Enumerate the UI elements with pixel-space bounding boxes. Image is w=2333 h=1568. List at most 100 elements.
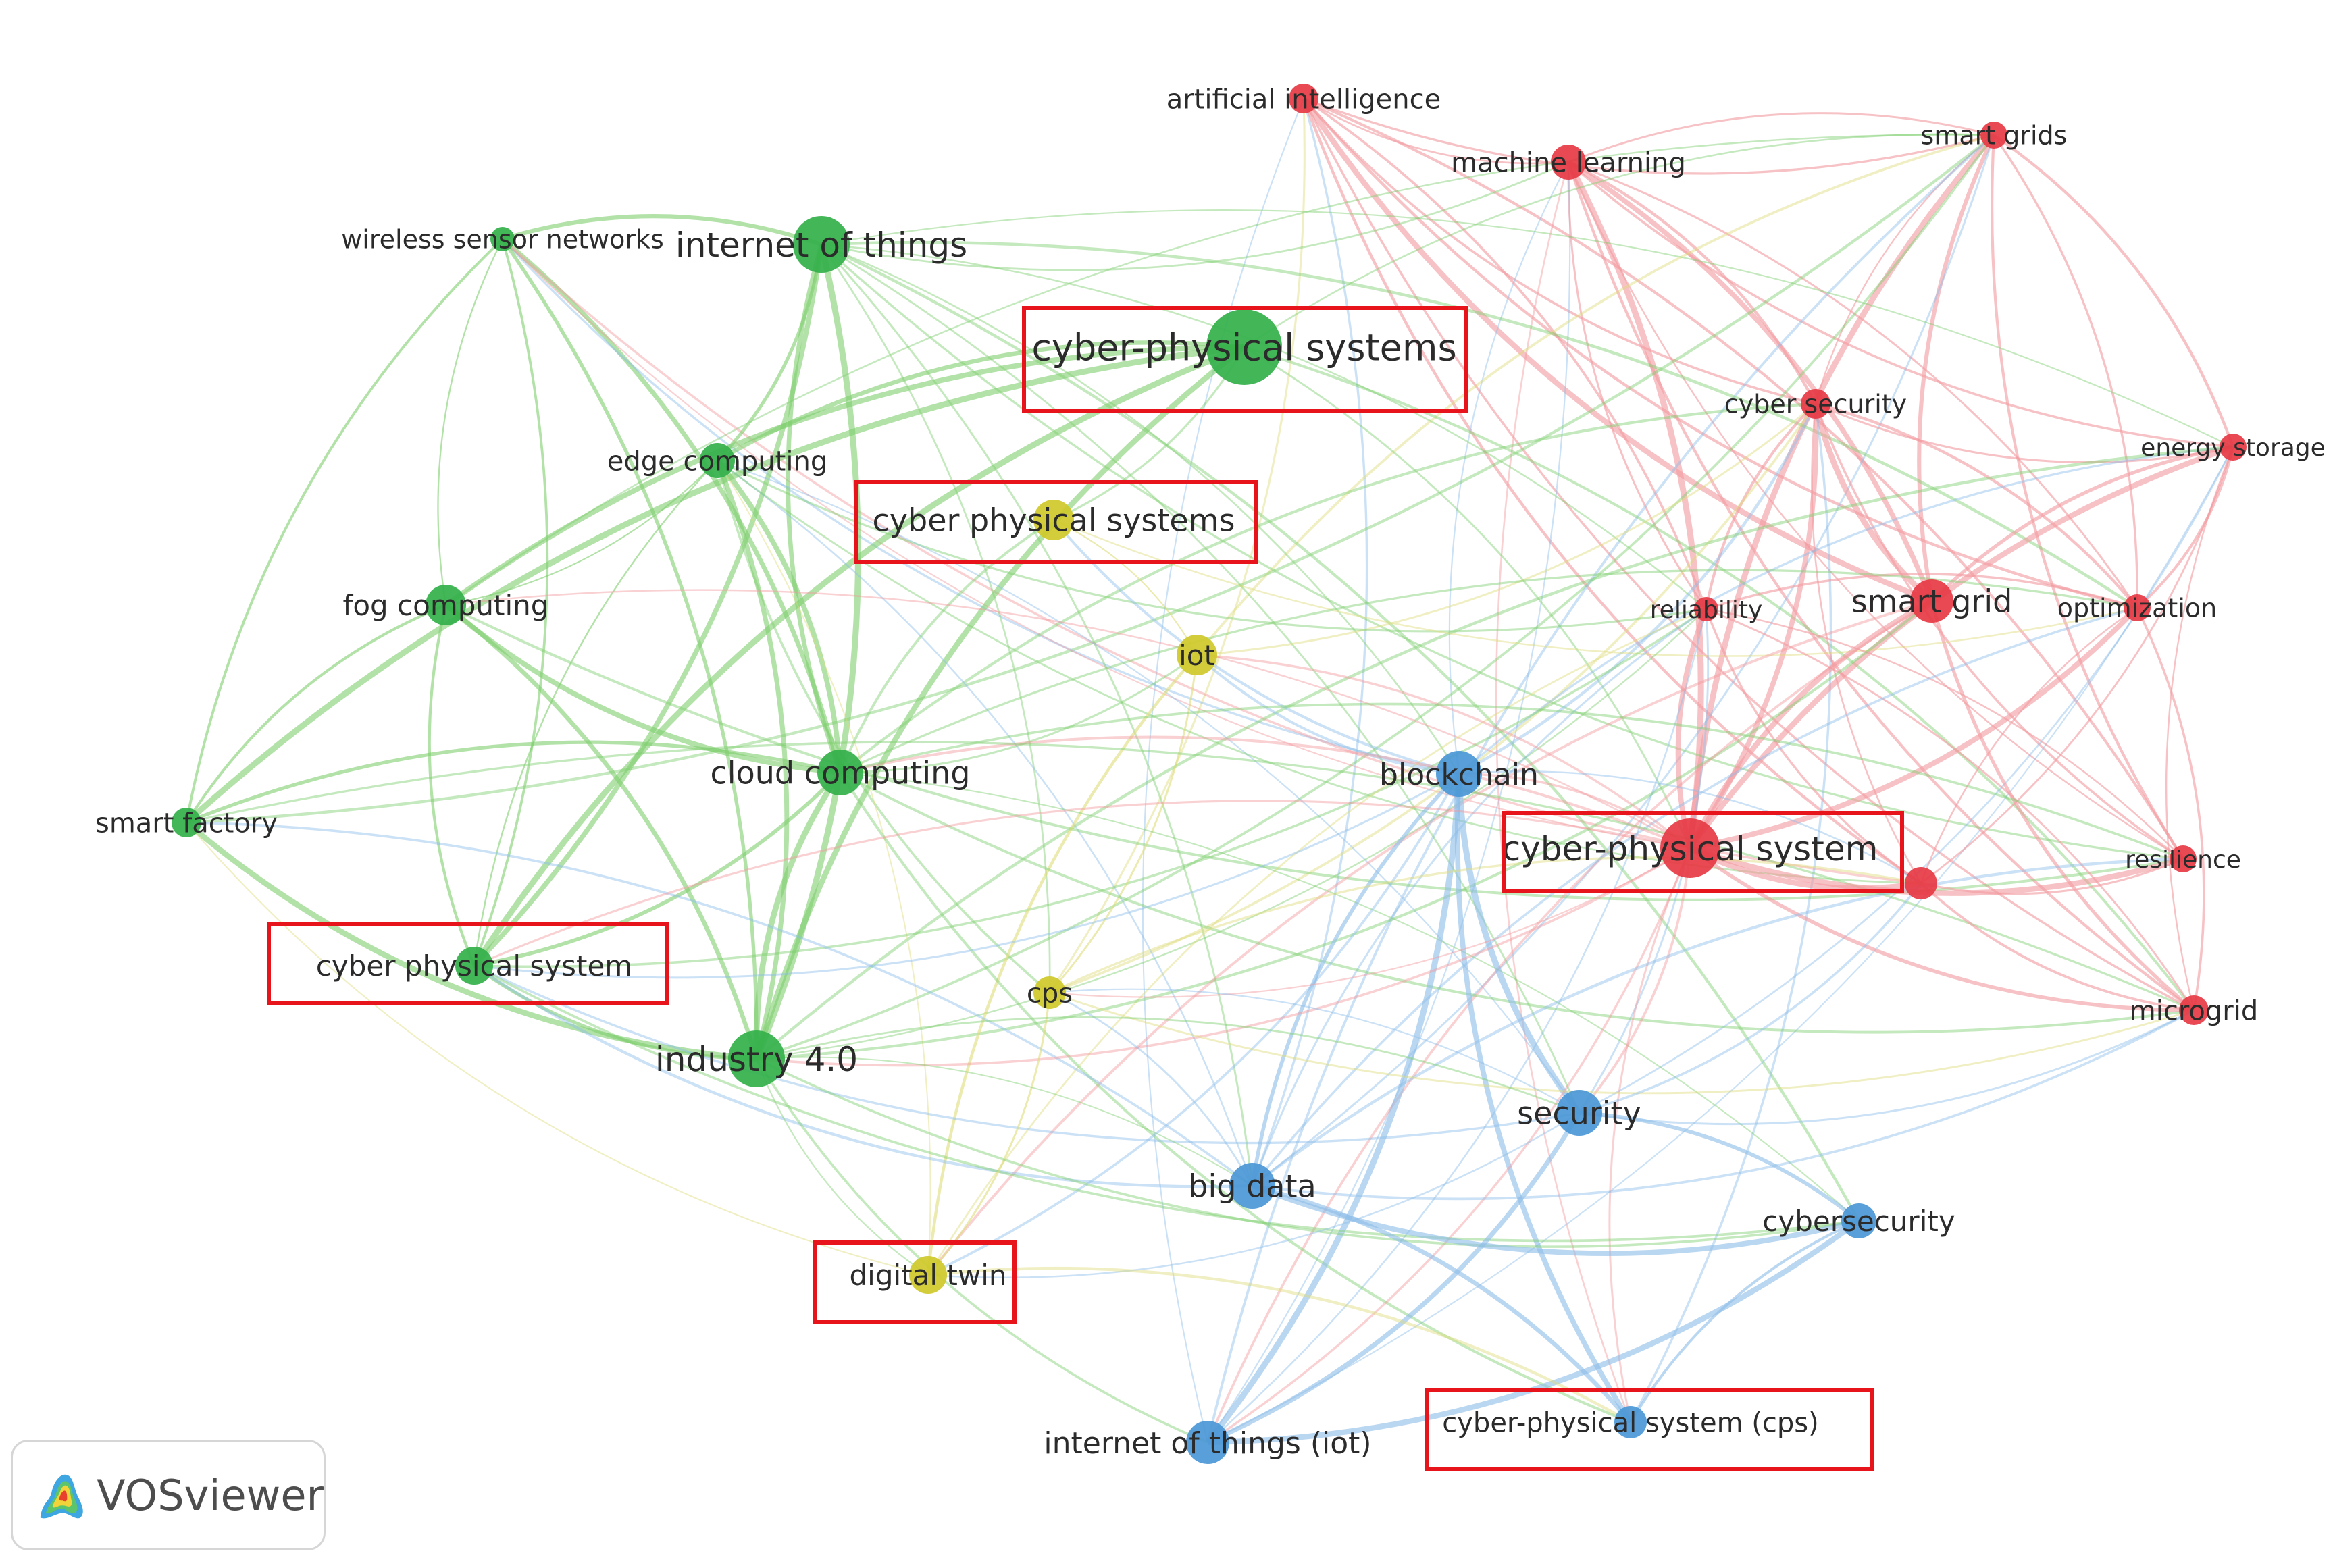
- node-smart-grid[interactable]: [1910, 579, 1953, 623]
- node-cyber-physical-system-hyphen[interactable]: [1660, 818, 1720, 878]
- edge-cloud-computing--cyber-physical-system-cps: [839, 771, 1631, 1423]
- node-label-cps[interactable]: cps: [1027, 978, 1073, 1009]
- edge-artificial-intelligence--smart-grids: [1303, 97, 1995, 175]
- edge-internet-of-things--cloud-computing: [786, 244, 843, 774]
- node-machine-learning[interactable]: [1551, 145, 1586, 180]
- edge-reliability--cyber-physical-system-space: [473, 608, 1708, 968]
- node-label-cyber-physical-systems-hyphen[interactable]: cyber-physical systems: [1031, 326, 1456, 369]
- node-label-artificial-intelligence[interactable]: artificial intelligence: [1166, 84, 1441, 115]
- node-iot[interactable]: [1177, 635, 1217, 675]
- node-unlabeled-red-node[interactable]: [1905, 867, 1937, 899]
- highlight-box-cyber-physical-system-hyphen: [1502, 811, 1904, 893]
- node-fog-computing[interactable]: [426, 585, 466, 625]
- node-edge-computing[interactable]: [700, 443, 735, 478]
- edge-optimization--cloud-computing: [840, 569, 2138, 774]
- edge-security--digital-twin: [927, 1112, 1580, 1279]
- edge-cyber-physical-systems-hyphen--smart-factory: [184, 344, 1245, 825]
- edge-machine-learning--cyber-physical-system-cps: [1495, 161, 1632, 1423]
- node-cps[interactable]: [1033, 976, 1066, 1009]
- node-label-internet-of-things-iot[interactable]: internet of things (iot): [1044, 1426, 1371, 1461]
- node-security[interactable]: [1556, 1090, 1602, 1136]
- edge-cyber-security--cloud-computing: [839, 402, 1816, 774]
- node-label-security[interactable]: security: [1517, 1095, 1641, 1132]
- node-label-big-data[interactable]: big data: [1188, 1168, 1316, 1205]
- edge-iot--cloud-computing: [840, 654, 1198, 774]
- edge-wireless-sensor-networks--internet-of-things: [502, 214, 822, 246]
- node-label-reliability[interactable]: reliability: [1650, 596, 1763, 624]
- node-label-smart-grid[interactable]: smart grid: [1851, 583, 2013, 620]
- node-energy-storage[interactable]: [2220, 434, 2247, 461]
- edge-cloud-computing--cyber-physical-system-hyphen: [840, 735, 1691, 850]
- node-internet-of-things-iot[interactable]: [1186, 1421, 1229, 1464]
- edge-blockchain--unlabeled-red-node: [1458, 770, 1922, 885]
- node-label-microgrid[interactable]: microgrid: [2130, 995, 2258, 1026]
- edge-edge-computing--fog-computing: [445, 460, 718, 606]
- edge-cyber-physical-system-hyphen--industry-4-0: [756, 847, 1691, 1067]
- node-blockchain[interactable]: [1436, 751, 1482, 797]
- node-label-energy-storage[interactable]: energy storage: [2140, 434, 2326, 462]
- node-cybersecurity[interactable]: [1841, 1203, 1876, 1238]
- node-label-edge-computing[interactable]: edge computing: [607, 446, 827, 477]
- edge-smart-grids--iot: [1196, 134, 1995, 656]
- node-label-cybersecurity[interactable]: cybersecurity: [1762, 1205, 1955, 1238]
- node-label-cyber-physical-systems-space[interactable]: cyber physical systems: [872, 502, 1235, 539]
- edge-cyber-security--cyber-physical-system-cps: [1629, 403, 1832, 1423]
- node-cloud-computing[interactable]: [817, 750, 863, 795]
- node-label-smart-grids[interactable]: smart grids: [1921, 121, 2068, 151]
- edge-cyber-physical-system-space--cybersecurity: [473, 964, 1860, 1243]
- node-label-cyber-physical-system-space[interactable]: cyber physical system: [316, 949, 632, 983]
- node-label-optimization[interactable]: optimization: [2057, 594, 2217, 623]
- node-label-blockchain[interactable]: blockchain: [1379, 758, 1539, 792]
- node-reliability[interactable]: [1694, 597, 1718, 621]
- node-label-fog-computing[interactable]: fog computing: [343, 589, 549, 622]
- node-label-machine-learning[interactable]: machine learning: [1451, 147, 1686, 178]
- node-layer: [172, 84, 2247, 1464]
- node-wireless-sensor-networks[interactable]: [490, 227, 515, 251]
- edge-optimization--big-data: [1251, 606, 2138, 1187]
- node-optimization[interactable]: [2124, 594, 2151, 621]
- node-label-internet-of-things[interactable]: internet of things: [675, 226, 967, 265]
- edge-internet-of-things--security: [821, 243, 1581, 1114]
- node-label-cyber-physical-system-hyphen[interactable]: cyber-physical system: [1502, 829, 1878, 868]
- node-cyber-physical-system-space[interactable]: [455, 947, 493, 985]
- edge-industry-4-0--security: [756, 1016, 1580, 1114]
- edge-cyber-physical-system-hyphen--cyber-physical-system-space: [473, 800, 1691, 967]
- highlight-layer: [267, 306, 1904, 1471]
- edge-edge-computing--digital-twin: [717, 460, 931, 1276]
- node-smart-factory[interactable]: [172, 808, 201, 837]
- node-label-cyber-physical-system-cps[interactable]: cyber-physical system (cps): [1442, 1407, 1818, 1438]
- node-microgrid[interactable]: [2179, 995, 2209, 1025]
- node-big-data[interactable]: [1229, 1163, 1275, 1209]
- node-resilience[interactable]: [2170, 845, 2197, 872]
- edge-microgrid--big-data: [1252, 1009, 2195, 1201]
- node-label-resilience[interactable]: resilience: [2125, 846, 2241, 874]
- edge-iot--digital-twin: [926, 654, 1198, 1276]
- edge-machine-learning--microgrid: [1567, 161, 2195, 1012]
- node-label-iot[interactable]: iot: [1179, 639, 1215, 672]
- node-smart-grids[interactable]: [1980, 122, 2007, 149]
- edge-reliability--industry-4-0: [756, 608, 1707, 1060]
- node-internet-of-things[interactable]: [793, 216, 850, 273]
- node-label-cloud-computing[interactable]: cloud computing: [711, 755, 971, 791]
- edge-cyber-security--blockchain: [1458, 403, 1817, 775]
- edge-energy-storage--internet-of-things-iot: [1207, 446, 2234, 1443]
- node-cyber-physical-systems-space[interactable]: [1033, 500, 1074, 540]
- edge-wireless-sensor-networks--smart-factory: [185, 238, 504, 823]
- node-cyber-physical-system-cps[interactable]: [1614, 1406, 1647, 1438]
- node-label-industry-4-0[interactable]: industry 4.0: [655, 1040, 858, 1079]
- edge-reliability--internet-of-things-iot: [1207, 608, 1708, 1443]
- node-cyber-security[interactable]: [1801, 389, 1830, 419]
- node-digital-twin[interactable]: [909, 1256, 947, 1294]
- vosviewer-logo: VOSviewer: [11, 1440, 326, 1550]
- node-industry-4-0[interactable]: [728, 1030, 785, 1087]
- edge-blockchain--security: [1456, 773, 1582, 1115]
- node-label-wireless-sensor-networks[interactable]: wireless sensor networks: [341, 225, 664, 255]
- node-label-smart-factory[interactable]: smart factory: [95, 808, 278, 839]
- edge-machine-learning--resilience: [1567, 161, 2184, 860]
- node-label-digital-twin[interactable]: digital twin: [850, 1259, 1007, 1292]
- node-label-cyber-security[interactable]: cyber security: [1724, 390, 1907, 419]
- node-cyber-physical-systems-hyphen[interactable]: [1206, 309, 1282, 385]
- edge-wireless-sensor-networks--cyber-physical-system-space: [473, 238, 549, 966]
- edge-edge-computing--cloud-computing: [715, 459, 843, 773]
- node-artificial-intelligence[interactable]: [1289, 84, 1318, 113]
